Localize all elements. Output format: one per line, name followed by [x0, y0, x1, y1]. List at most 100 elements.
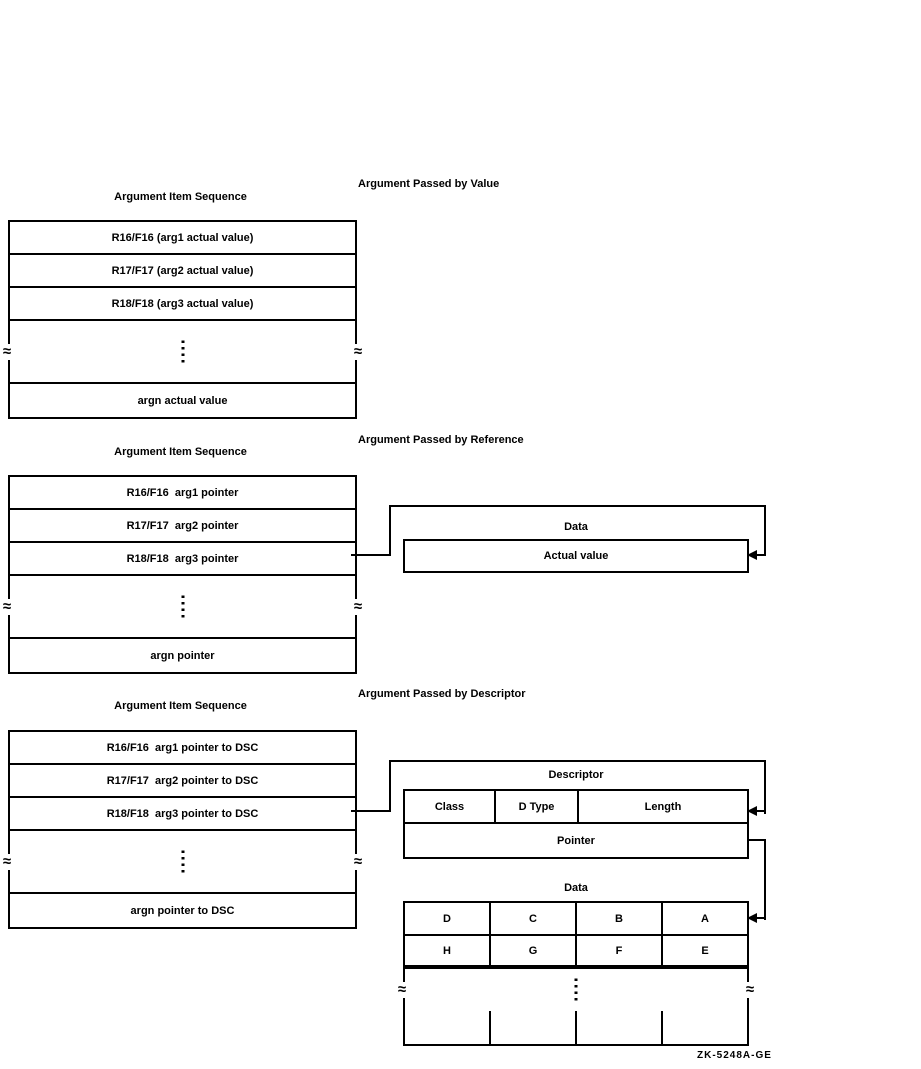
data-cell [491, 1011, 577, 1044]
row-label: R17/F17 (arg2 actual value) [111, 264, 254, 277]
cell-label: B [615, 912, 623, 925]
table-title-value: Argument Item Sequence [114, 191, 247, 203]
arrow-left-icon [747, 550, 757, 560]
table-row: argn pointer to DSC [10, 894, 355, 927]
descriptor-fields-row: Class D Type Length [405, 791, 747, 824]
break-mark-icon: ≈ [394, 982, 410, 998]
row-label: R17/F17 arg2 pointer [126, 519, 239, 532]
connector-line [756, 554, 766, 556]
data-cell [663, 1011, 747, 1044]
arrow-left-icon [747, 806, 757, 816]
table-break-row: ≈ ≈ [0, 576, 366, 639]
descriptor-cell-dtype: D Type [496, 791, 579, 822]
data-cell: G [491, 936, 577, 965]
data-grid-row: D C B A [405, 903, 747, 936]
data-grid-row: H G F E [405, 936, 747, 969]
row-label: R16/F16 arg1 pointer [126, 486, 239, 499]
break-mark-icon: ≈ [350, 598, 366, 615]
row-label: R18/F18 arg3 pointer to DSC [106, 807, 259, 820]
argument-item-table-descriptor: R16/F16 arg1 pointer to DSC R17/F17 arg2… [0, 730, 366, 929]
connector-line [389, 505, 766, 507]
table-break-row: ≈ ≈ [0, 321, 366, 384]
break-mark-icon: ≈ [350, 343, 366, 360]
data-cell: C [491, 903, 577, 934]
break-mark-icon: ≈ [742, 982, 758, 998]
table-row: R16/F16 arg1 pointer [10, 477, 355, 510]
cell-label: D Type [518, 800, 555, 813]
section-title-value: Argument Passed by Value [358, 178, 500, 190]
connector-line [764, 839, 766, 920]
actual-value-box: Actual value [403, 539, 749, 573]
row-label: R18/F18 (arg3 actual value) [111, 297, 254, 310]
table-row: R16/F16 arg1 pointer to DSC [10, 732, 355, 765]
table-row: R17/F17 arg2 pointer to DSC [10, 765, 355, 798]
vertical-ellipsis-icon [181, 340, 184, 363]
data-label-descriptor: Data [564, 882, 588, 894]
cell-label: A [701, 912, 709, 925]
row-label: argn actual value [137, 394, 228, 407]
descriptor-box: Class D Type Length Pointer [403, 789, 749, 859]
table-row: R17/F17 (arg2 actual value) [10, 255, 355, 288]
cell-label: Class [434, 800, 465, 813]
data-grid-row [405, 1011, 747, 1044]
data-cell: A [663, 903, 747, 934]
break-mark-icon: ≈ [0, 343, 15, 360]
table-row: R18/F18 arg3 pointer [10, 543, 355, 576]
descriptor-cell-pointer: Pointer [405, 824, 747, 857]
table-row: argn pointer [10, 639, 355, 672]
data-cell: B [577, 903, 663, 934]
connector-line [389, 760, 391, 812]
descriptor-cell-class: Class [405, 791, 496, 822]
data-label-reference: Data [564, 521, 588, 533]
cell-label: F [615, 944, 623, 957]
connector-line [764, 505, 766, 556]
connector-line [351, 554, 391, 556]
data-cell: D [405, 903, 491, 934]
descriptor-label: Descriptor [548, 769, 604, 781]
break-mark-icon: ≈ [0, 853, 15, 870]
cell-label: E [701, 944, 709, 957]
cell-label: Pointer [557, 834, 595, 847]
cell-label: Length [644, 800, 682, 813]
row-label: R17/F17 arg2 pointer to DSC [106, 774, 259, 787]
row-label: argn pointer [150, 649, 215, 662]
argument-item-table-reference: R16/F16 arg1 pointer R17/F17 arg2 pointe… [0, 475, 366, 674]
data-cell [577, 1011, 663, 1044]
cell-label: G [528, 944, 538, 957]
data-grid-break-row: ≈ ≈ [394, 969, 758, 1011]
vertical-ellipsis-icon [181, 595, 184, 618]
connector-line [756, 917, 766, 919]
figure-caption: ZK-5248A-GE [697, 1050, 772, 1061]
data-cell [405, 1011, 491, 1044]
connector-line [764, 760, 766, 814]
vertical-ellipsis-icon [181, 850, 184, 873]
table-row: R16/F16 (arg1 actual value) [10, 222, 355, 255]
row-label: R16/F16 arg1 pointer to DSC [106, 741, 259, 754]
connector-line [389, 760, 766, 762]
table-title-reference: Argument Item Sequence [114, 446, 247, 458]
descriptor-pointer-row: Pointer [405, 824, 747, 857]
connector-line [756, 810, 766, 812]
data-grid: D C B A H G F E ≈ ≈ [394, 901, 758, 1046]
row-label: R18/F18 arg3 pointer [126, 552, 239, 565]
data-cell: F [577, 936, 663, 965]
table-break-row: ≈ ≈ [0, 831, 366, 894]
break-mark-icon: ≈ [350, 853, 366, 870]
row-label: R16/F16 (arg1 actual value) [111, 231, 254, 244]
cell-label: D [443, 912, 451, 925]
cell-label: C [529, 912, 537, 925]
section-title-reference: Argument Passed by Reference [358, 434, 524, 446]
section-title-descriptor: Argument Passed by Descriptor [358, 688, 526, 700]
actual-value-label: Actual value [543, 550, 609, 562]
argument-item-table-value: R16/F16 (arg1 actual value) R17/F17 (arg… [0, 220, 366, 419]
table-row: R18/F18 (arg3 actual value) [10, 288, 355, 321]
row-label: argn pointer to DSC [130, 904, 235, 917]
cell-label: H [443, 944, 451, 957]
connector-line [747, 839, 766, 841]
table-title-descriptor: Argument Item Sequence [114, 700, 247, 712]
vertical-ellipsis-icon [574, 978, 578, 1002]
connector-line [351, 810, 391, 812]
table-row: R18/F18 arg3 pointer to DSC [10, 798, 355, 831]
table-row: argn actual value [10, 384, 355, 417]
